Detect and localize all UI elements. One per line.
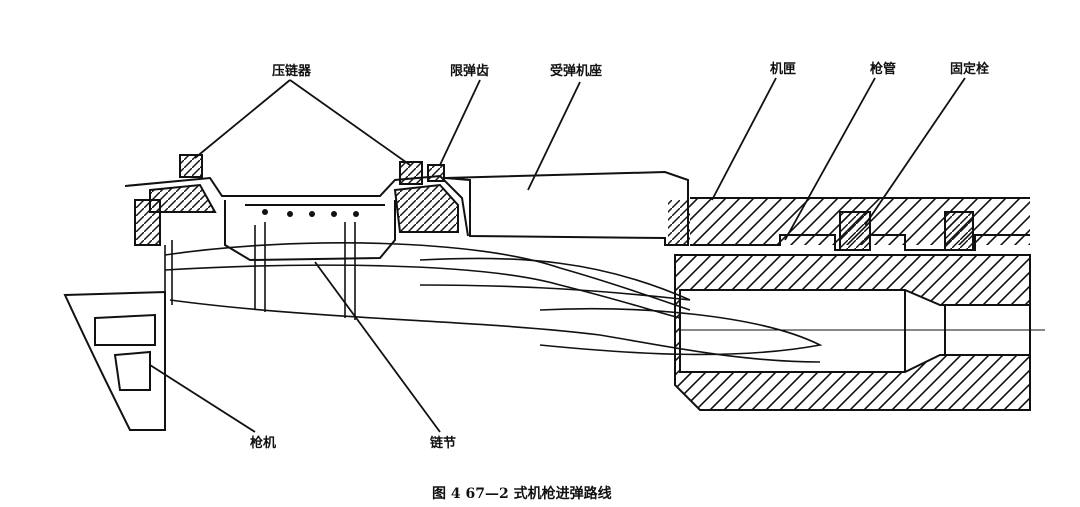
label-receiver-base: 受弹机座 xyxy=(550,63,602,79)
bolt xyxy=(63,290,166,431)
label-chain-presser: 压链器 xyxy=(272,63,312,79)
chain-link-path xyxy=(164,222,823,363)
barrel xyxy=(674,254,1045,411)
label-bolt: 枪机 xyxy=(250,435,276,451)
label-chain-link: 链节 xyxy=(429,435,456,451)
label-barrel: 枪管 xyxy=(870,61,896,77)
chain-presser-block xyxy=(179,154,445,185)
label-fixing-pin: 固定栓 xyxy=(950,61,989,77)
leader-lines xyxy=(149,77,966,433)
receiver-base xyxy=(444,170,690,246)
feed-housing xyxy=(124,174,469,262)
receiver-body xyxy=(690,197,1030,251)
chain-rivets xyxy=(262,209,359,217)
figure-caption: 图 4 67—2 式机枪进弹路线 xyxy=(432,485,612,502)
label-receiver: 机匣 xyxy=(770,61,796,77)
label-feed-tooth: 限弹齿 xyxy=(450,63,489,79)
